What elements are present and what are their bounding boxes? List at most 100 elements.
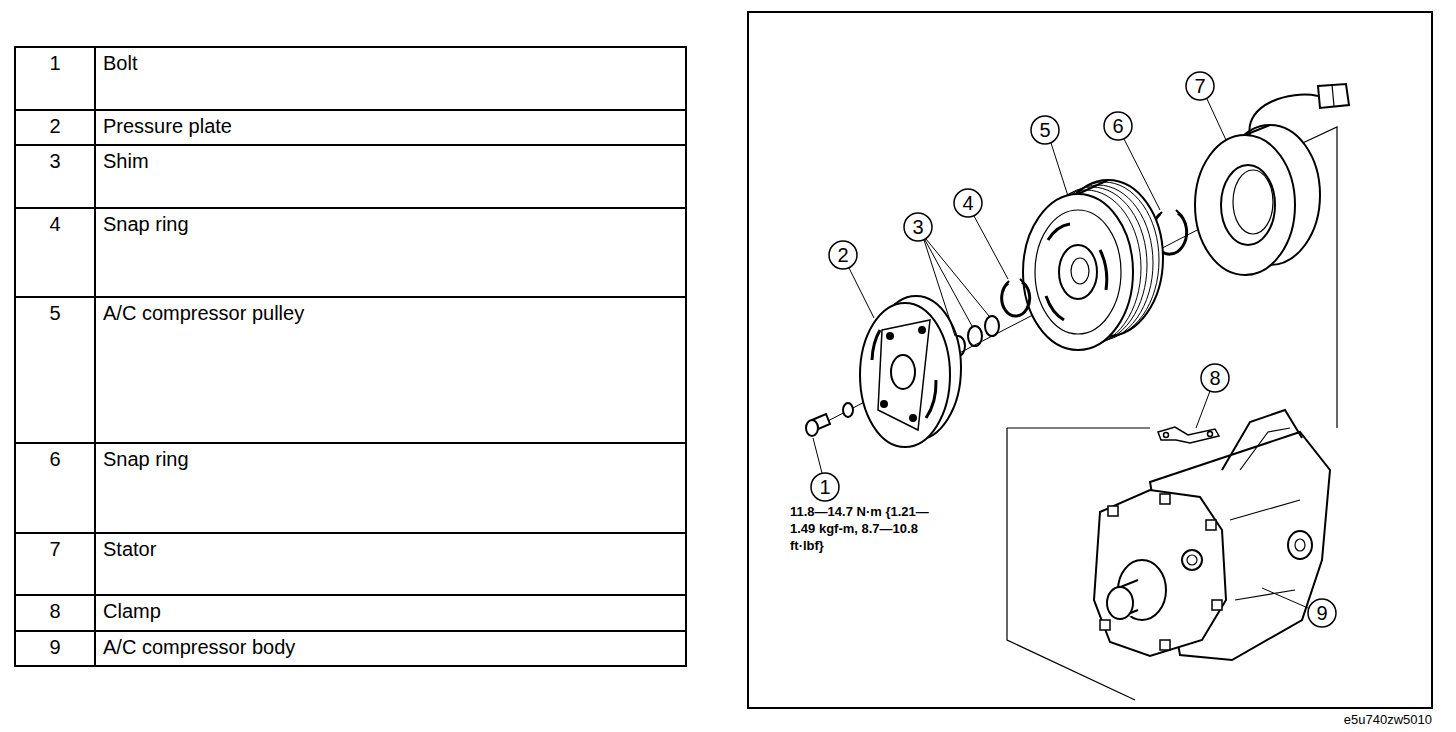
- plate-rivet: [919, 327, 925, 333]
- callout-number: 2: [829, 241, 857, 269]
- callout-number: 1: [811, 473, 839, 501]
- table-number: 3: [15, 149, 95, 173]
- plate-rivet: [910, 415, 916, 421]
- table-cell-text: Bolt: [103, 51, 678, 75]
- bolt-drawing: [806, 414, 830, 436]
- stator-drawing: [1195, 84, 1349, 275]
- table-rule: [15, 296, 686, 298]
- compressor-mount-hole: [1295, 539, 1305, 551]
- table-number: 9: [15, 635, 95, 659]
- clamp-body: [1158, 427, 1219, 443]
- table-rule: [94, 47, 96, 666]
- compressor-ear: [1222, 410, 1302, 470]
- compressor-seam: [1230, 500, 1300, 520]
- callout-number: 6: [1104, 112, 1132, 140]
- table-cell-text: Pressure plate: [103, 114, 678, 138]
- table-number: 7: [15, 537, 95, 561]
- callout-number: 8: [1201, 364, 1229, 392]
- compressor-boss: [1108, 506, 1118, 516]
- compressor-port: [1187, 555, 1197, 565]
- pulley-slot: [1046, 224, 1107, 320]
- table-border: [15, 47, 686, 666]
- compressor-ear-edge: [1240, 428, 1290, 470]
- callout-circle: [829, 241, 857, 269]
- plate-rivet: [881, 401, 887, 407]
- bolt-head: [806, 420, 818, 436]
- compressor-shaft: [1107, 587, 1133, 619]
- pulley-drawing: [1023, 180, 1163, 350]
- leader-line: [924, 240, 955, 336]
- callout-circle: [1186, 72, 1214, 100]
- pulley-edge: [1078, 180, 1108, 194]
- compressor-boss: [1206, 520, 1216, 530]
- table-number: 1: [15, 51, 95, 75]
- callout-number: 7: [1186, 72, 1214, 100]
- compressor-mount: [1288, 531, 1312, 559]
- table-rule: [15, 207, 686, 209]
- callout-circle: [1201, 364, 1229, 392]
- stator-bore: [1221, 165, 1275, 245]
- compressor-boss: [1160, 494, 1170, 504]
- table-number: 6: [15, 447, 95, 471]
- callout-number: 4: [954, 189, 982, 217]
- stator-connector: [1318, 84, 1349, 108]
- plate-slot: [872, 330, 936, 418]
- table-number: 2: [15, 114, 95, 138]
- stator-wire: [1249, 95, 1318, 136]
- leader-line: [1051, 143, 1068, 196]
- table-cell-text: Stator: [103, 537, 678, 561]
- snap-ring-drawing: [1002, 282, 1030, 316]
- pressure-plate-drawing: [860, 296, 961, 447]
- leader-line: [1196, 391, 1210, 428]
- figure-frame: [748, 12, 1432, 708]
- clamp-hole: [1208, 432, 1213, 437]
- pulley-face-ring: [1035, 210, 1121, 334]
- pulley-bore: [1071, 258, 1089, 284]
- table-cell-text: Snap ring: [103, 212, 678, 236]
- callout-circle: [1104, 112, 1132, 140]
- leader-line: [849, 268, 874, 318]
- figure-code: e5u740zw5010: [1280, 712, 1432, 728]
- compressor-head: [1094, 490, 1226, 656]
- table-number: 4: [15, 212, 95, 236]
- compressor-port: [1182, 550, 1202, 570]
- leader-line: [925, 240, 972, 326]
- group-bracket: [1007, 427, 1150, 428]
- pulley-hub: [1059, 245, 1097, 299]
- table-number: 5: [15, 301, 95, 325]
- plate-rivet: [887, 333, 893, 339]
- leader-line: [1124, 139, 1160, 210]
- table-grid: [15, 47, 686, 666]
- compressor-boss: [1212, 600, 1222, 610]
- snap-ring-lug: [1004, 279, 1026, 287]
- compressor-boss: [1160, 640, 1170, 650]
- table-rule: [15, 594, 686, 596]
- snap-ring-lug: [1156, 210, 1182, 218]
- leader-line: [974, 216, 1008, 279]
- callout-number: 3: [904, 213, 932, 241]
- table-cell-text: Snap ring: [103, 447, 678, 471]
- compressor-boss: [1100, 620, 1110, 630]
- callout-circle: [811, 473, 839, 501]
- clamp-drawing: [1158, 427, 1219, 443]
- stator-connector-detail: [1332, 85, 1334, 106]
- table-cell-text: A/C compressor pulley: [103, 301, 678, 325]
- plate-spider: [878, 320, 930, 430]
- table-cell-text: Shim: [103, 149, 678, 173]
- callout-number: 9: [1308, 599, 1336, 627]
- callout-circle: [954, 189, 982, 217]
- table-number: 8: [15, 599, 95, 623]
- plate-face: [860, 303, 950, 447]
- compressor-drawing: [1094, 410, 1330, 660]
- table-cell-text: Clamp: [103, 599, 678, 623]
- pulley-face: [1023, 194, 1133, 350]
- leader-line: [1207, 99, 1226, 140]
- table-rule: [15, 630, 686, 632]
- table-rule: [15, 109, 686, 111]
- clamp-hole: [1164, 433, 1169, 438]
- callout-circle: [904, 213, 932, 241]
- table-rule: [15, 442, 686, 444]
- table-rule: [15, 144, 686, 146]
